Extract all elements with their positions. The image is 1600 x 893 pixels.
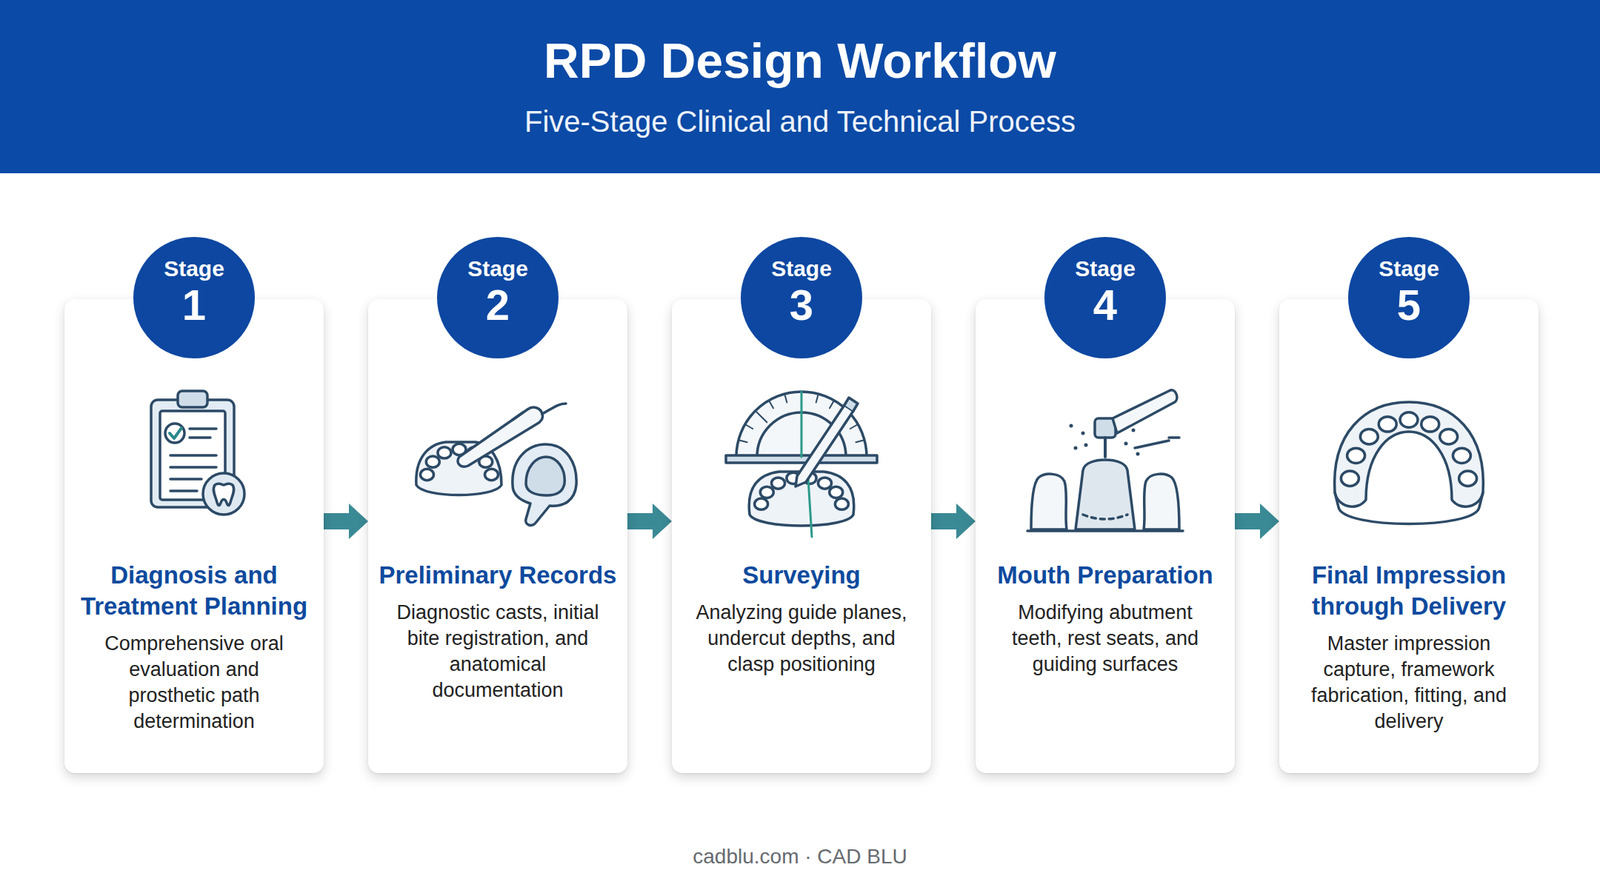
stage-number: 5 bbox=[1348, 281, 1470, 329]
denture-icon bbox=[1334, 402, 1484, 525]
title-text: RPD Design Workflow bbox=[0, 31, 1600, 91]
stage-description: Diagnostic casts, initial bite registrat… bbox=[386, 600, 609, 704]
stage-number: 3 bbox=[740, 281, 863, 329]
card-text-area: Diagnosis and Treatment PlanningComprehe… bbox=[64, 560, 324, 735]
stage-heading: Preliminary Records bbox=[377, 560, 619, 592]
card-text-area: Preliminary RecordsDiagnostic casts, ini… bbox=[368, 560, 628, 704]
stage-card: Preliminary RecordsDiagnostic casts, ini… bbox=[368, 299, 628, 774]
stage-description: Analyzing guide planes, undercut depths,… bbox=[690, 600, 913, 678]
flow-arrow bbox=[931, 503, 976, 540]
stage-card: SurveyingAnalyzing guide planes, undercu… bbox=[671, 299, 932, 774]
stage-badge: Stage2 bbox=[437, 237, 559, 359]
flow-arrow bbox=[323, 503, 369, 540]
stage-description: Modifying abutment teeth, rest seats, an… bbox=[994, 600, 1217, 678]
stage-number: 4 bbox=[1044, 281, 1166, 329]
stage-label: Stage bbox=[437, 237, 559, 282]
stage-number: 1 bbox=[133, 281, 255, 329]
card-text-area: Mouth PreparationModifying abutment teet… bbox=[975, 560, 1235, 678]
stage-label: Stage bbox=[1348, 237, 1470, 282]
surveyor-icon bbox=[725, 391, 878, 538]
subtitle-text: Five-Stage Clinical and Technical Proces… bbox=[0, 103, 1600, 140]
stage-label: Stage bbox=[740, 237, 863, 282]
header-band: RPD Design Workflow bbox=[0, 0, 1600, 174]
stage-card: Final Impression through DeliveryMaster … bbox=[1279, 299, 1539, 774]
stage-heading: Diagnosis and Treatment Planning bbox=[73, 560, 315, 623]
stage-heading: Surveying bbox=[680, 560, 923, 592]
flow-arrow bbox=[627, 503, 672, 540]
handpiece-icon bbox=[1027, 390, 1183, 532]
stage-badge: Stage1 bbox=[133, 237, 255, 359]
flow-arrow bbox=[1234, 503, 1280, 540]
stage-description: Master impression capture, framework fab… bbox=[1297, 631, 1520, 735]
stage-card: Diagnosis and Treatment PlanningComprehe… bbox=[64, 299, 324, 774]
stage-card: Mouth PreparationModifying abutment teet… bbox=[975, 299, 1235, 774]
stage-badge: Stage5 bbox=[1348, 237, 1470, 359]
card-text-area: Final Impression through DeliveryMaster … bbox=[1279, 560, 1539, 735]
footer-watermark: cadblu.com · CAD BLU bbox=[0, 844, 1600, 870]
card-text-area: SurveyingAnalyzing guide planes, undercu… bbox=[671, 560, 932, 678]
stage-label: Stage bbox=[1044, 237, 1166, 282]
clipboard-icon bbox=[151, 391, 245, 515]
stage-heading: Final Impression through Delivery bbox=[1288, 560, 1530, 623]
stage-number: 2 bbox=[437, 281, 559, 329]
stage-badge: Stage4 bbox=[1044, 237, 1166, 359]
stage-badge: Stage3 bbox=[740, 237, 863, 359]
stage-label: Stage bbox=[133, 237, 255, 282]
stage-heading: Mouth Preparation bbox=[984, 560, 1226, 592]
stage-description: Comprehensive oral evaluation and prosth… bbox=[82, 631, 306, 735]
records-icon bbox=[416, 403, 577, 526]
